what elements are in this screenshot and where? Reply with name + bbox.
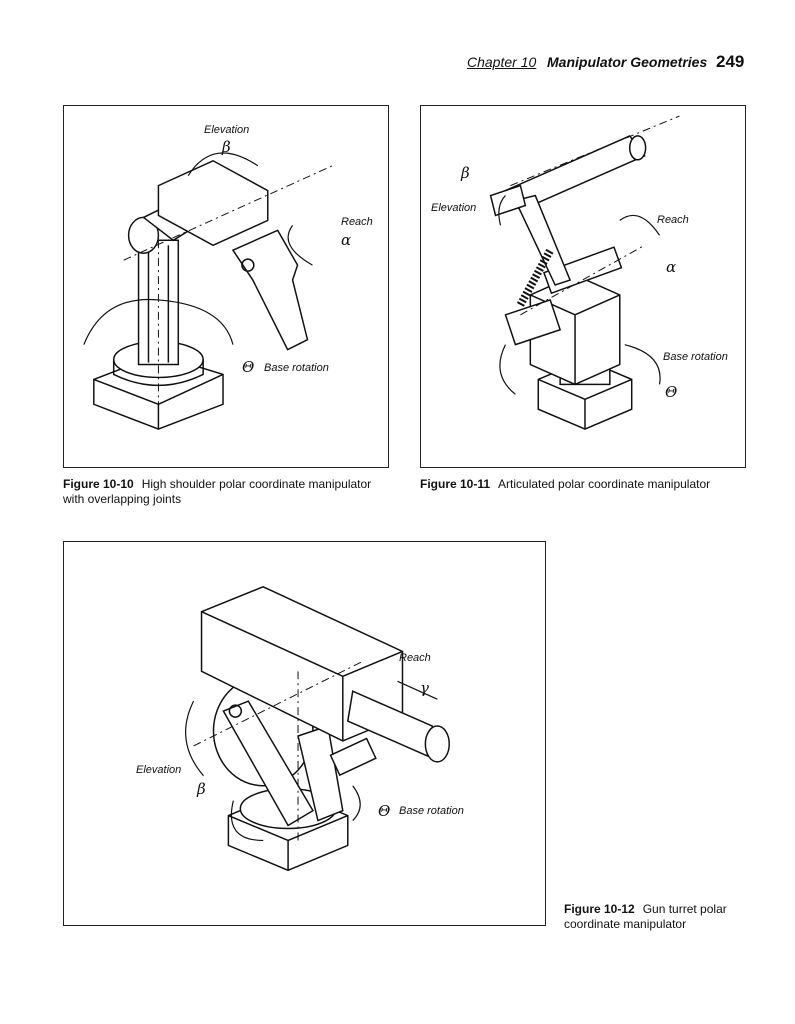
page-number: 249 [716,52,745,71]
figure-number: Figure 10-12 [564,902,635,916]
label-elevation: Elevation [204,124,250,136]
gun-turret-manipulator-drawing [185,585,450,872]
label-gamma: γ [420,679,429,697]
caption-text: Gun turret polar [642,902,727,916]
figure-number: Figure 10-10 [63,477,134,491]
label-theta: Θ [242,358,255,376]
running-header-chapter: Chapter 10 [467,54,537,70]
label-base-rotation: Base rotation [264,362,329,374]
label-beta: β [197,780,206,798]
label-reach: Reach [399,652,431,664]
figure-10-10-caption: Figure 10-10 High shoulder polar coordina… [63,477,383,507]
label-beta: β [461,164,470,182]
figure-10-12-caption: Figure 10-12 Gun turret polar coordinate … [564,902,764,932]
figure-number: Figure 10-11 [420,477,491,491]
label-reach: Reach [657,214,689,226]
caption-text: with overlapping joints [63,492,182,506]
label-elevation: Elevation [136,764,182,776]
caption-text: High shoulder polar coordinate manipulat… [141,477,372,491]
figure-10-12: Reach γ Elevation β Θ Base rotation [63,541,546,926]
label-theta: Θ [665,383,678,401]
caption-text: coordinate manipulator [564,917,687,931]
figure-10-11: β Elevation Reach α Base rotation Θ [420,105,746,468]
running-header-title: Manipulator Geometries [547,54,708,70]
label-base-rotation: Base rotation [399,805,464,817]
label-reach: Reach [341,216,373,228]
high-shoulder-manipulator-drawing [83,152,333,430]
articulated-manipulator-drawing [489,115,680,430]
figure-10-10: Elevation β Reach α Θ Base rotation [63,105,389,468]
label-elevation: Elevation [431,202,477,214]
caption-text: Articulated polar coordinate manipulator [498,477,711,491]
label-theta: Θ [378,802,391,820]
figure-10-11-caption: Figure 10-11 Articulated polar coordinate… [420,477,750,492]
label-beta: β [222,138,231,156]
label-alpha: α [666,258,677,276]
label-base-rotation: Base rotation [663,351,728,363]
label-alpha: α [341,231,352,249]
